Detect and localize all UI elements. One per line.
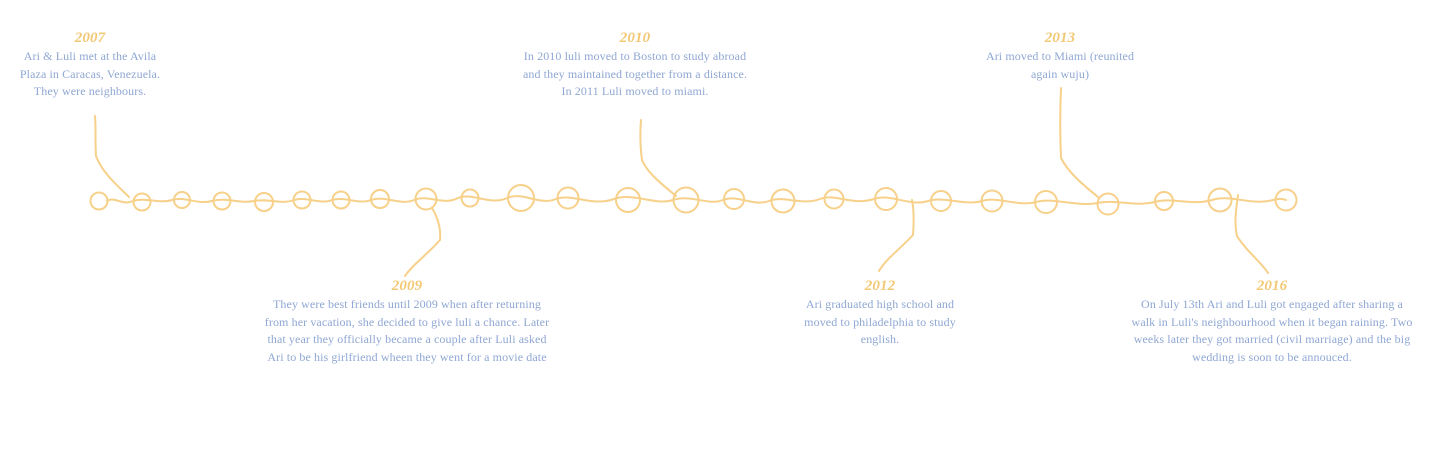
connector-2010 [639,119,677,197]
timeline-loop [370,189,390,209]
timeline-loop [331,190,351,210]
event-year: 2013 [1044,30,1076,46]
event-2012: 2012 Ari graduated high school and moved… [788,277,972,349]
timeline-wavy-line [106,195,1287,205]
timeline-loop [292,190,312,210]
event-2009: 2009 They were best friends until 2009 w… [262,277,552,366]
event-description: They were best friends until 2009 when a… [264,297,550,364]
timeline-loop [556,186,580,210]
event-year: 2016 [1256,278,1288,294]
event-2007: 2007 Ari & Luli met at the Avila Plaza i… [18,29,162,101]
timeline-loop [823,188,845,210]
timeline-loop [723,188,745,210]
connector-2007 [94,115,130,198]
event-description: In 2010 luli moved to Boston to study ab… [522,49,748,98]
timeline-loop [1274,188,1298,212]
event-year: 2012 [864,278,896,294]
timeline-loop [254,192,274,212]
timeline-loop [980,189,1004,213]
timeline-loop [89,191,109,211]
event-description: On July 13th Ari and Luli got engaged af… [1131,297,1413,364]
event-description: Ari & Luli met at the Avila Plaza in Car… [19,49,161,98]
connector-2012 [878,199,915,272]
timeline-loop [414,187,438,211]
timeline-loop [460,188,480,208]
timeline-loop [212,191,232,211]
timeline-loop [770,188,796,214]
event-description: Ari graduated high school and moved to p… [804,297,956,346]
timeline-loop [173,191,191,209]
timeline-loop [672,186,700,214]
timeline-loop [930,190,952,212]
timeline-loop [507,184,535,212]
event-year: 2009 [391,278,423,294]
event-2016: 2016 On July 13th Ari and Luli got engag… [1130,277,1414,366]
connector-2013 [1059,87,1099,198]
timeline-loop [1096,192,1120,216]
timeline-loop [874,187,898,211]
timeline-loop [1154,191,1174,211]
connector-2016 [1234,194,1269,274]
event-description: Ari moved to Miami (reunited again wuju) [985,49,1135,81]
timeline-loop [132,192,152,212]
event-year: 2007 [74,30,106,46]
timeline-loop [615,187,641,213]
connector-2009 [404,207,442,277]
event-year: 2010 [619,30,651,46]
timeline-loop [1207,187,1233,213]
event-2013: 2013 Ari moved to Miami (reunited again … [975,29,1145,83]
event-2010: 2010 In 2010 luli moved to Boston to stu… [522,29,748,101]
timeline-loop [1034,190,1058,214]
